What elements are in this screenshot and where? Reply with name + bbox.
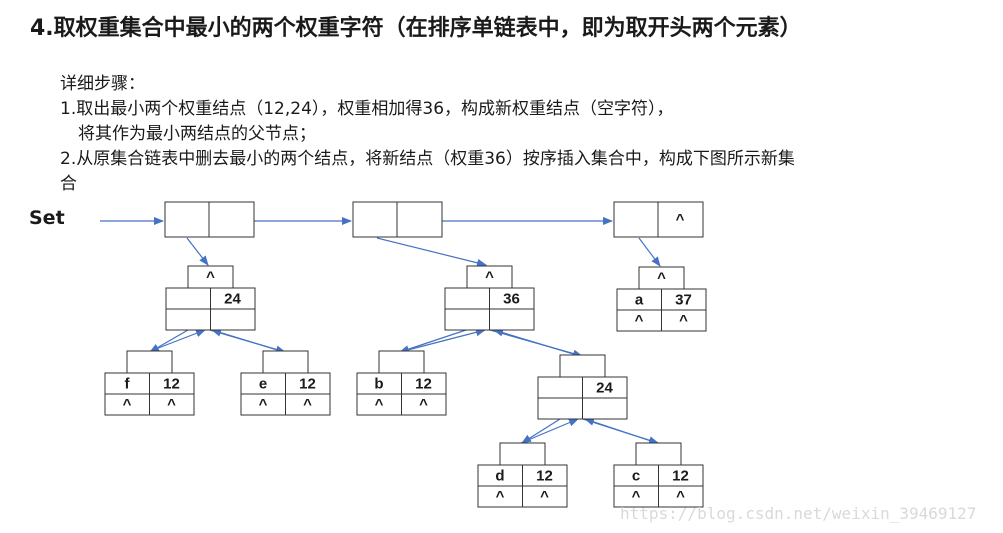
null-pointer: ^: [676, 211, 685, 228]
right-pointer: ^: [679, 312, 688, 329]
edges: [100, 217, 661, 445]
right-pointer: ^: [676, 488, 685, 505]
tree-node: ^ 36: [444, 265, 535, 331]
list-to-tree-arrow: [376, 237, 487, 267]
page-title: 4.取权重集合中最小的两个权重字符（在排序单链表中，即为取开头两个元素）: [30, 16, 802, 41]
parent-cell: [499, 442, 546, 466]
tree-node: b 12 ^ ^: [356, 350, 447, 416]
node-char: a: [635, 292, 644, 309]
steps-heading: 详细步骤：: [60, 74, 145, 94]
tree-node: ^ 24: [165, 265, 256, 331]
parent-cell: [262, 350, 309, 374]
tree-node: c 12 ^ ^: [613, 442, 704, 508]
nodes: ^ ^ 24 f 12 ^ ^ e 12 ^ ^ ^ 36 b 12 ^ ^ 24 d 12 ^ ^ c 12 ^ ^ ^ a 37 ^ ^: [104, 201, 707, 508]
tree-node: d 12 ^ ^: [477, 442, 568, 508]
list-node: [164, 201, 255, 238]
node-weight: 24: [596, 380, 613, 397]
tree-node: f 12 ^ ^: [104, 350, 195, 416]
list-node: [352, 201, 443, 238]
step-1: 1.取出最小两个权重结点（12,24），权重相加得36，构成新权重结点（空字符）…: [60, 99, 674, 119]
list-to-tree-arrow: [186, 237, 209, 266]
parent-pointer: ^: [485, 269, 494, 286]
node-char: e: [259, 376, 267, 393]
right-pointer: ^: [303, 396, 312, 413]
step-2: 2.从原集合链表中删去最小的两个结点，将新结点（权重36）按序插入集合中，构成下…: [60, 149, 795, 169]
parent-cell: [126, 350, 173, 374]
node-weight: 12: [536, 468, 553, 485]
node-char: f: [125, 376, 131, 393]
left-pointer: ^: [635, 312, 644, 329]
node-char: b: [374, 376, 383, 393]
left-pointer: ^: [259, 396, 268, 413]
node-weight: 12: [415, 376, 432, 393]
parent-arrow: [584, 418, 658, 444]
steps-block: 详细步骤： 1.取出最小两个权重结点（12,24），权重相加得36，构成新权重结…: [60, 72, 795, 197]
right-pointer: ^: [419, 396, 428, 413]
left-pointer: ^: [496, 488, 505, 505]
parent-arrow: [147, 329, 206, 353]
child-arrow: [521, 418, 561, 444]
left-pointer: ^: [632, 488, 641, 505]
tree-node: e 12 ^ ^: [240, 350, 331, 416]
watermark: https://blog.csdn.net/weixin_39469127: [620, 504, 977, 523]
list-node: ^: [613, 201, 704, 238]
parent-arrow: [520, 418, 579, 444]
step-2-continued: 合: [60, 174, 77, 194]
node-weight: 12: [299, 376, 316, 393]
node-weight: 37: [675, 292, 692, 309]
parent-arrow: [493, 328, 581, 357]
node-weight: 12: [163, 376, 180, 393]
tree-node: ^ a 37 ^ ^: [616, 266, 707, 332]
parent-cell: [378, 350, 425, 374]
parent-arrow: [211, 328, 285, 353]
node-char: d: [495, 468, 504, 485]
step-1-continued: 将其作为最小两结点的父节点；: [78, 124, 316, 144]
node-weight: 24: [224, 291, 241, 308]
right-pointer: ^: [540, 488, 549, 505]
left-pointer: ^: [123, 396, 132, 413]
child-arrow: [399, 329, 467, 353]
node-weight: 36: [503, 291, 520, 308]
node-char: c: [632, 468, 640, 485]
list-to-tree-arrow: [638, 237, 661, 267]
node-weight: 12: [672, 468, 689, 485]
left-pointer: ^: [375, 396, 384, 413]
right-pointer: ^: [167, 396, 176, 413]
parent-pointer: ^: [206, 269, 215, 286]
parent-pointer: ^: [657, 270, 666, 287]
set-label: Set: [29, 207, 65, 229]
parent-cell: [559, 354, 606, 378]
parent-cell: [635, 442, 682, 466]
parent-arrow: [399, 328, 486, 353]
tree-node: 24: [537, 354, 628, 420]
